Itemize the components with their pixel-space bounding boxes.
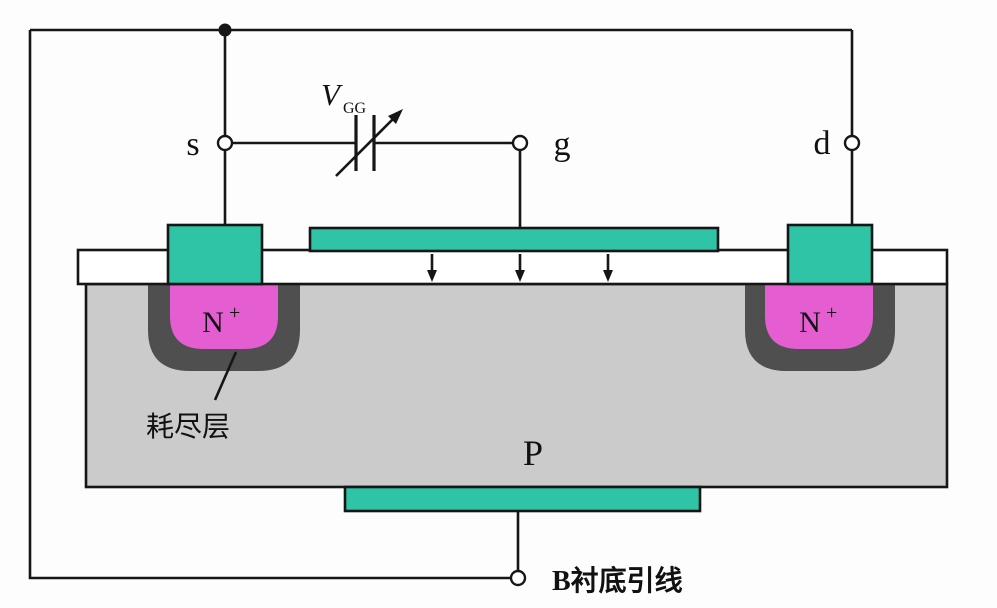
n-plus-label-right: N <box>799 306 821 339</box>
bulk-contact <box>343 485 702 513</box>
n-plus-region-right <box>765 284 873 349</box>
field-arrow-2-head <box>515 270 525 282</box>
depletion-pointer-line <box>213 351 238 401</box>
n-plus-label-left: N <box>202 306 224 339</box>
field-arrow-1-head <box>427 270 437 282</box>
drain-terminal-label: d <box>814 125 831 162</box>
junction-dot <box>218 23 232 37</box>
gate-terminal-label: g <box>554 126 571 163</box>
n-plus-region-left <box>170 284 278 349</box>
gate-electrode <box>308 226 720 253</box>
source-terminal <box>216 134 234 152</box>
substrate-label: P <box>523 433 543 473</box>
gate-terminal <box>511 134 529 152</box>
bulk-lead-label: B衬底引线 <box>552 565 683 597</box>
source-contact <box>166 223 264 286</box>
n-plus-label-left-sup: + <box>229 302 240 324</box>
vgg-label-sub: GG <box>343 100 367 117</box>
drain-contact <box>786 223 874 286</box>
n-plus-label-right-sup: + <box>826 302 837 324</box>
source-terminal-label: s <box>186 126 199 163</box>
vgg-arrowhead <box>388 109 403 124</box>
drain-terminal <box>843 134 861 152</box>
field-arrow-3-head <box>603 270 613 282</box>
depletion-layer-label: 耗尽层 <box>146 412 230 443</box>
vgg-label: V <box>321 77 343 112</box>
wire-outer-loop <box>28 30 511 580</box>
bulk-terminal <box>509 569 527 587</box>
vgg-arrow <box>335 117 395 177</box>
gate-field-arrows <box>427 254 613 282</box>
